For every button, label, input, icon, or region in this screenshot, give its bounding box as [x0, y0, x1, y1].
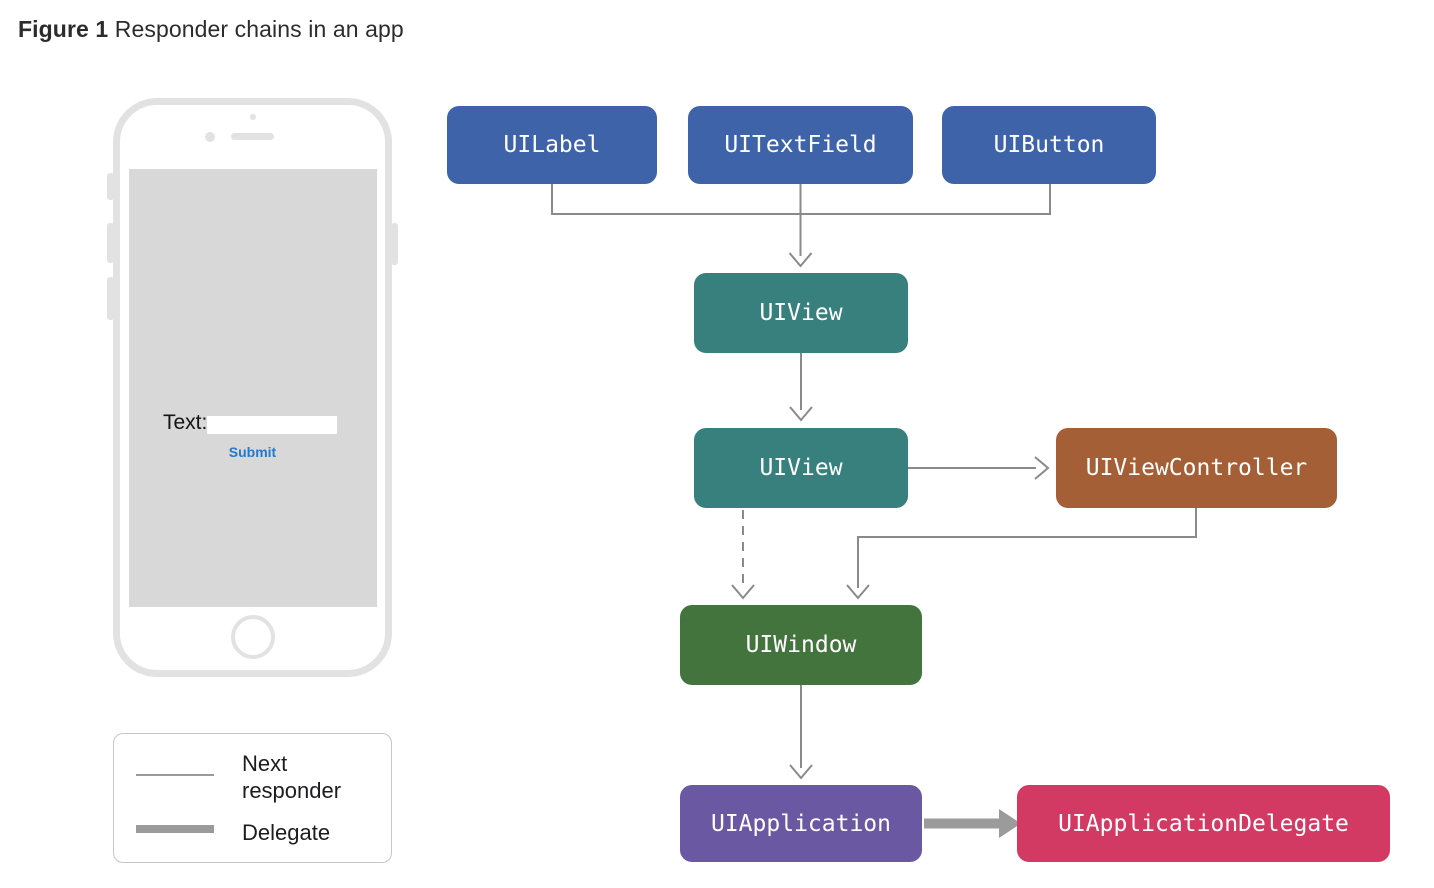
arrowhead-down-icon: [846, 584, 870, 600]
edge-controls-bracket: [551, 184, 1051, 215]
phone-speaker-icon: [231, 133, 274, 140]
node-uitextfield: UITextField: [688, 106, 913, 184]
edge-uiviewcontroller-to-uiwindow: [857, 508, 1197, 588]
node-label: UIView: [759, 300, 843, 326]
text-field-label: Text:: [163, 411, 208, 434]
node-label: UIButton: [993, 132, 1105, 158]
node-uiview-top: UIView: [694, 273, 908, 353]
legend-next-responder-label: Next responder: [242, 751, 342, 803]
node-label: UIWindow: [745, 632, 857, 658]
legend-delegate-label: Delegate: [242, 820, 331, 845]
phone-volume-down-button: [107, 277, 114, 320]
phone-mockup: Text: Submit: [113, 98, 392, 677]
phone-volume-up-button: [107, 223, 114, 263]
arrowhead-down-icon: [789, 406, 813, 422]
node-uiviewcontroller: UIViewController: [1056, 428, 1337, 508]
phone-home-button: [231, 615, 275, 659]
node-label: UIApplicationDelegate: [1058, 810, 1349, 837]
arrowhead-down-icon: [788, 252, 813, 268]
node-label: UILabel: [503, 132, 601, 158]
submit-button[interactable]: Submit: [228, 444, 277, 460]
legend: Next responder Delegate: [113, 733, 392, 863]
node-uilabel: UILabel: [447, 106, 657, 184]
next-responder-line-icon: [136, 774, 214, 776]
node-uiwindow: UIWindow: [680, 605, 922, 685]
node-uiview-root: UIView: [694, 428, 908, 508]
node-label: UIApplication: [710, 810, 891, 837]
figure-label: Figure 1: [18, 16, 109, 42]
figure-caption: Responder chains in an app: [114, 16, 404, 42]
arrowhead-down-icon: [789, 764, 813, 780]
text-input[interactable]: [207, 416, 337, 434]
phone-sensor-dot-icon: [250, 114, 256, 120]
node-label: UIViewController: [1085, 455, 1308, 481]
delegate-line-icon: [136, 825, 214, 833]
figure-title: Figure 1 Responder chains in an app: [18, 16, 404, 43]
phone-screen: [129, 169, 377, 607]
arrowhead-right-icon: [1034, 456, 1050, 480]
node-uiapplicationdelegate: UIApplicationDelegate: [1017, 785, 1390, 862]
node-uiapplication: UIApplication: [680, 785, 922, 862]
phone-power-button: [391, 223, 398, 265]
phone-mute-switch: [107, 173, 114, 200]
phone-camera-icon: [205, 132, 215, 142]
node-label: UIView: [759, 455, 843, 481]
arrowhead-down-icon: [731, 584, 755, 600]
node-label: UITextField: [724, 132, 877, 158]
node-uibutton: UIButton: [942, 106, 1156, 184]
